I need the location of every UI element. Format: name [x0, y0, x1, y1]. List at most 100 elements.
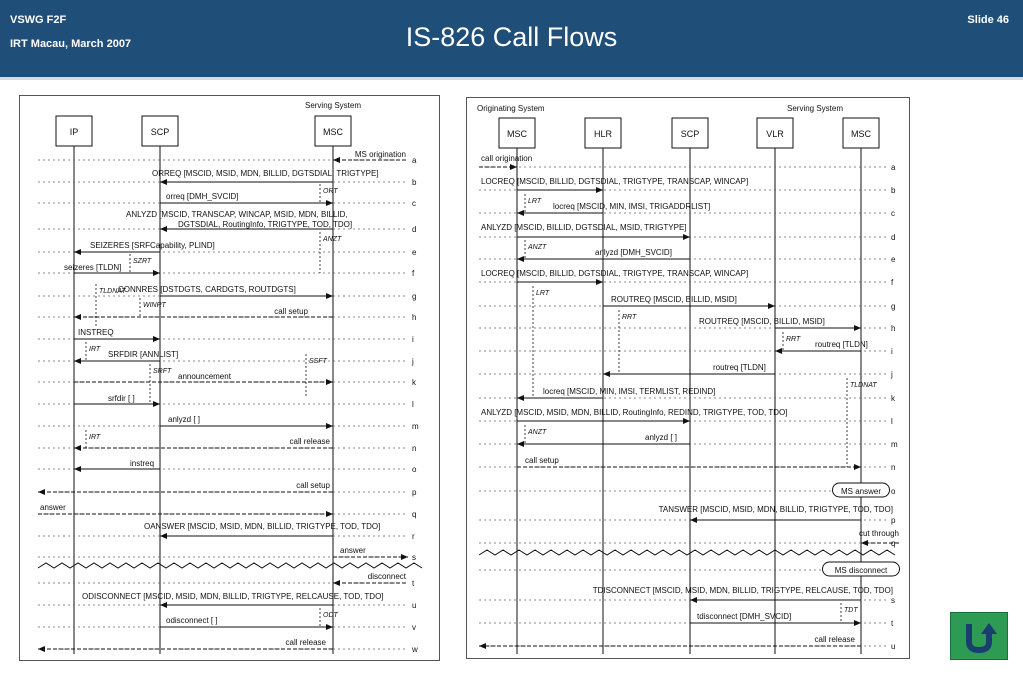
timer-winrt-label: WINRT [143, 302, 167, 309]
arrow-announcement-head [326, 379, 333, 385]
row-letter-g: g [891, 302, 895, 311]
ms-answer-text: MS answer [841, 487, 881, 496]
scp-entity-right-label: SCP [681, 129, 700, 139]
arrow-seizeres-head [74, 249, 81, 255]
row-letter-b: b [412, 178, 417, 187]
row-letter-u: u [412, 601, 416, 610]
arrow-answer-head [326, 511, 333, 517]
arrow-instreq-resp-head [74, 466, 81, 472]
arrow-call-release-2-head [38, 646, 45, 652]
arrow-routreq-1-head [768, 303, 775, 309]
arrow-anlyzd-resp-right-head [517, 256, 524, 262]
msc-serving-entity-box [842, 117, 880, 149]
arrow-locreq-2-head [596, 279, 603, 285]
timer-rrt-2-label: RRT [786, 336, 801, 343]
msg-locreq-resp-1: locreq [MSCID, MIN, IMSI, TRIGADDRLIST] [553, 202, 710, 211]
arrow-anlyzd-resp-head [326, 423, 333, 429]
msg-tanswer: TANSWER [MSCID, MSID, MDN, BILLID, TRIGT… [659, 505, 893, 514]
msg-orreq: ORREQ [MSCID, MSID, MDN, BILLID, DGTSDIA… [152, 169, 379, 178]
return-button[interactable] [950, 612, 1008, 660]
timer-ort-label: ORT [323, 188, 338, 195]
serving-system-label-right: Serving System [787, 104, 843, 113]
arrow-call-release-head [74, 445, 81, 451]
slide-title: IS-826 Call Flows [405, 22, 618, 52]
msg-answer: answer [40, 503, 66, 512]
row-letter-e: e [891, 255, 896, 264]
row-letter-u: u [891, 642, 895, 651]
timer-szrt-label: SZRT [133, 258, 152, 265]
row-letter-e: e [412, 248, 417, 257]
arrow-anlyzd-head [160, 226, 167, 232]
msg-seizeres: SEIZERES [SRFCapability, PLIND] [90, 241, 215, 250]
row-letter-n: n [412, 444, 416, 453]
ms-answer-bubble [832, 482, 890, 498]
msg-routreq-2: ROUTREQ [MSCID, BILLID, MSID] [699, 317, 825, 326]
msg-anlyzd-resp-2-right: anlyzd [ ] [645, 433, 677, 442]
msg-call-release-right: call release [815, 635, 856, 644]
row-letter-o: o [412, 465, 417, 474]
arrow-answer-2-head [401, 554, 408, 560]
row-letter-f: f [891, 278, 894, 287]
arrow-tanswer-head [690, 517, 697, 523]
msg-call-release: call release [290, 437, 331, 446]
arrow-tdisconnect-resp-head [854, 620, 861, 626]
row-letter-b: b [891, 186, 896, 195]
msg-odisconnect: ODISCONNECT [MSCID, MSID, MDN, BILLID, T… [82, 592, 384, 601]
arrow-call-setup-head [74, 314, 81, 320]
arrow-tdisconnect-head [690, 597, 697, 603]
msg-srfdir-resp: srfdir [ ] [108, 394, 135, 403]
row-letter-t: t [412, 579, 415, 588]
arrow-instreq-head [153, 336, 160, 342]
row-letter-q: q [412, 510, 416, 519]
row-letter-g: g [412, 292, 416, 301]
row-letter-k: k [891, 394, 896, 403]
arrow-orreq-resp-head [326, 200, 333, 206]
arrow-locreq-resp-1-head [517, 210, 524, 216]
row-letter-p: p [891, 516, 896, 525]
row-letter-p: p [412, 488, 417, 497]
arrow-locreq-1-head [596, 187, 603, 193]
msg-tdisconnect-resp: tdisconnect [DMH_SVCID] [697, 612, 791, 621]
msg-routreq-resp-2: routreq [TLDN] [713, 363, 766, 372]
row-letter-o: o [891, 487, 896, 496]
row-letter-s: s [412, 553, 416, 562]
arrow-srfdir-head [74, 358, 81, 364]
slide-header: VSWG F2F IRT Macau, March 2007 IS-826 Ca… [0, 0, 1023, 77]
msg-anlyzd-resp: anlyzd [ ] [168, 415, 200, 424]
arrow-disconnect-head [333, 580, 340, 586]
arrow-connres-head [326, 293, 333, 299]
timer-srft-label: SRFT [153, 368, 172, 375]
row-letter-t: t [891, 619, 894, 628]
row-letter-h: h [891, 324, 895, 333]
row-letter-i: i [412, 335, 414, 344]
row-letter-a: a [412, 156, 417, 165]
msg-instreq: INSTREQ [78, 328, 114, 337]
arrow-oanswer-head [160, 533, 167, 539]
timer-tdt-label: TDT [844, 607, 858, 614]
vlr-entity-box [756, 117, 794, 149]
msg-routreq-1: ROUTREQ [MSCID, BILLID, MSID] [611, 295, 737, 304]
arrow-routreq-resp-2-head [603, 371, 610, 377]
org-label: VSWG F2F [10, 14, 67, 26]
timer-anzt-2-label: ANZT [527, 429, 547, 436]
row-letter-m: m [412, 422, 419, 431]
timer-lrt-2-label: LRT [536, 290, 550, 297]
return-arrow-icon [966, 623, 997, 654]
msg-locreq-2: LOCREQ [MSCID, BILLID, DGTSDIAL, TRIGTYP… [481, 269, 748, 278]
msg-anlyzd-resp-right: anlyzd [DMH_SVCID] [595, 248, 672, 257]
msg-routreq-resp-1: routreq [TLDN] [815, 340, 868, 349]
msg-ms-origination: MS origination [355, 150, 406, 159]
msc-originating-entity-label: MSC [507, 129, 528, 139]
arrow-odisconnect-resp-head [326, 624, 333, 630]
row-letter-w: w [411, 645, 418, 654]
row-letter-c: c [412, 199, 416, 208]
row-letter-m: m [891, 440, 898, 449]
row-letter-q: q [891, 539, 895, 548]
msg-locreq-resp-2: locreq [MSCID, MIN, IMSI, TERMLIST, REDI… [543, 387, 715, 396]
timer-tldnat-right-label: TLDNAT [850, 382, 877, 389]
ms-disconnect-text: MS disconnect [835, 566, 888, 575]
msg-anlyzd-2-right: ANLYZD [MSCID, MSID, MDN, BILLID, Routin… [481, 408, 787, 417]
row-letter-l: l [891, 417, 893, 426]
msg-call-origination: call origination [481, 154, 532, 163]
